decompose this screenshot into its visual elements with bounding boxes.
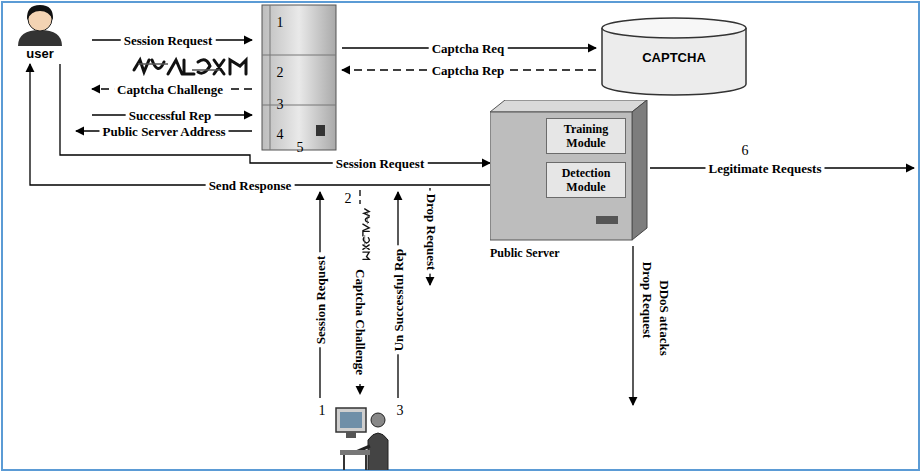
flow-label: Captcha Rep [429, 63, 508, 78]
flow-label: Un Successful Rep [391, 246, 406, 355]
callout-number: 1 [275, 15, 286, 30]
flow-connector [30, 64, 490, 185]
connector-label: Send Response [206, 178, 295, 193]
public-server: Public Server Training ModuleDetection Mo… [490, 100, 648, 268]
attacker-icon [336, 408, 388, 470]
callout-number: 2 [275, 65, 286, 80]
server-top [490, 100, 647, 112]
flow-label: Legitimate Requests [705, 161, 824, 176]
callout-number: 4 [275, 127, 286, 142]
user-body [18, 30, 62, 46]
callout-number: 1 [317, 403, 328, 418]
callout-number: 3 [275, 97, 286, 112]
flow-label: Session Request [121, 33, 216, 48]
captcha-image [134, 60, 246, 74]
server-drive [596, 216, 618, 224]
flow-label: Captcha Challenge [353, 266, 368, 378]
callout-number: 5 [295, 140, 306, 155]
server-module: Training Module [546, 118, 626, 154]
node-text: Detection Module [549, 166, 623, 194]
captcha-database: CAPTCHA [600, 16, 748, 98]
user-hair [27, 5, 53, 20]
flow-label: Drop Request [640, 259, 655, 342]
flow-label: Public Server Address [99, 124, 228, 139]
captcha-image [363, 209, 369, 259]
drop-arrow [632, 246, 633, 405]
node-text: user [8, 46, 72, 62]
flow-label: Drop Request [424, 191, 439, 274]
flow-label: DDoS attacks [657, 277, 672, 358]
user-icon: user [8, 2, 72, 64]
server-button [316, 125, 325, 136]
server-side [632, 100, 647, 240]
flow-label: Captcha Challenge [114, 82, 226, 97]
front-server [262, 5, 336, 150]
node-text: Training Module [549, 122, 623, 150]
server-panel-lines [262, 5, 336, 150]
node-heading: Public Server [490, 246, 560, 261]
callout-number: 6 [740, 143, 751, 158]
server-front [490, 112, 632, 240]
flow-label: Captcha Req [429, 41, 508, 56]
flow-connector [60, 64, 490, 163]
flow-label: Session Request [313, 253, 328, 348]
cylinder-top [602, 18, 746, 38]
callout-number: 2 [343, 191, 354, 206]
connector-label: Session Request [333, 156, 428, 171]
flow-label: Successful Rep [126, 108, 215, 123]
callout-number: 3 [395, 403, 406, 418]
node-text: CAPTCHA [600, 50, 748, 66]
user-figure [8, 2, 72, 46]
server-module: Detection Module [546, 162, 626, 198]
